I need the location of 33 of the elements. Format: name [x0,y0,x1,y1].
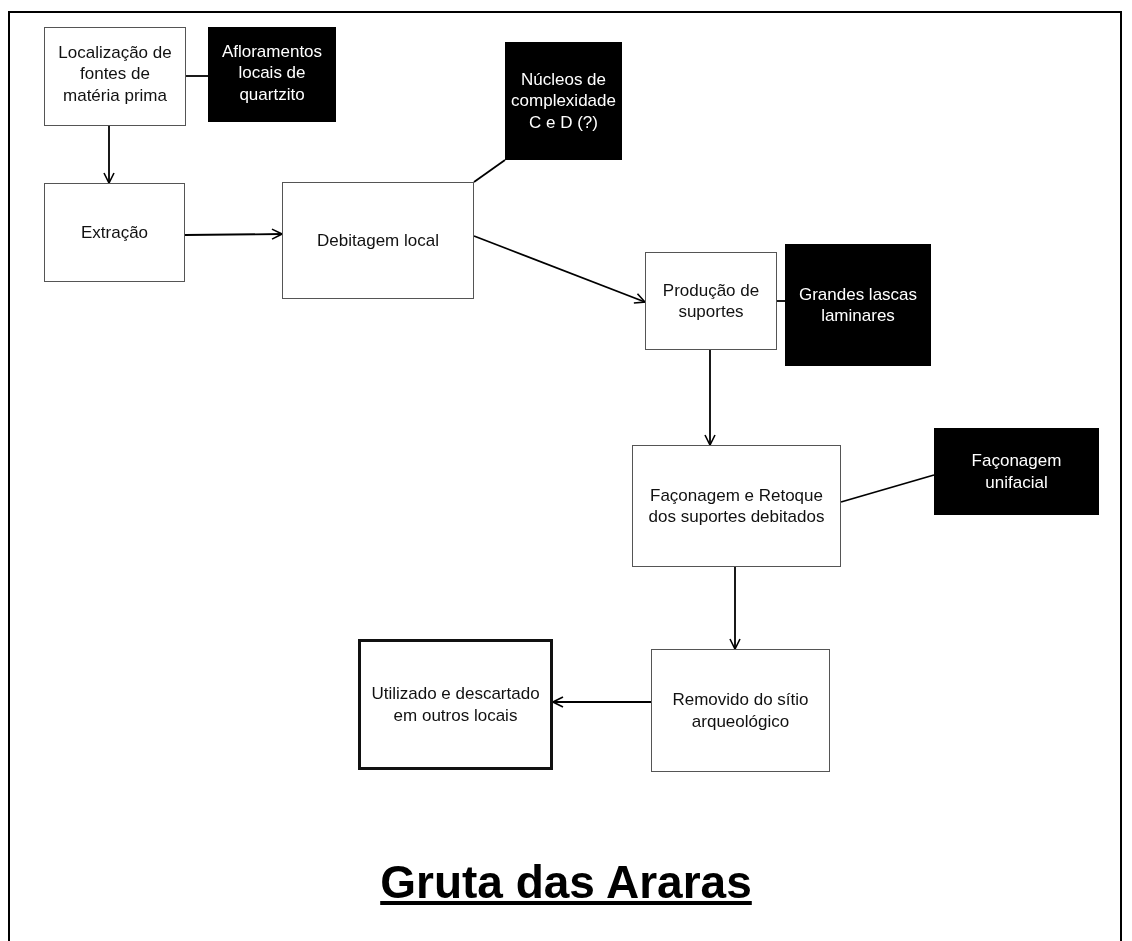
arrow [103,125,115,184]
node-label: Utilizado e descartado em outros locais [371,683,540,726]
arrow [184,228,283,240]
end-box [358,639,553,770]
process-box [282,182,474,299]
node-label: Localização de fontes de matéria prima [57,42,173,106]
arrow [704,349,716,446]
diagram-title: Gruta das Araras [379,855,753,909]
connector-line [185,75,209,77]
node-label: Façonagem unifacial [970,450,1063,493]
node-label: Façonagem e Retoque dos suportes debitados [647,484,826,528]
node-label: Núcleos de complexidade C e D (?) [511,69,616,133]
node-label: Afloramentos locais de quartzito [220,41,324,105]
note-box [785,244,931,366]
process-box [651,649,830,772]
connector-line [776,300,786,302]
connector-line [840,474,935,503]
note-box [505,42,622,160]
arrow [473,235,646,304]
process-box [44,183,185,282]
note-box [934,428,1099,515]
connector-line [473,159,506,183]
process-box [632,445,841,567]
node-label: Removido do sítio arqueológico [671,689,810,732]
process-box [44,27,186,126]
arrow [552,696,652,708]
process-box [645,252,777,350]
node-label: Grandes lascas laminares [797,283,919,327]
node-label: Debitagem local [317,229,439,252]
node-label: Extração [80,221,149,244]
node-label: Produção de suportes [661,279,761,323]
note-box [208,27,336,122]
arrow [729,566,741,650]
